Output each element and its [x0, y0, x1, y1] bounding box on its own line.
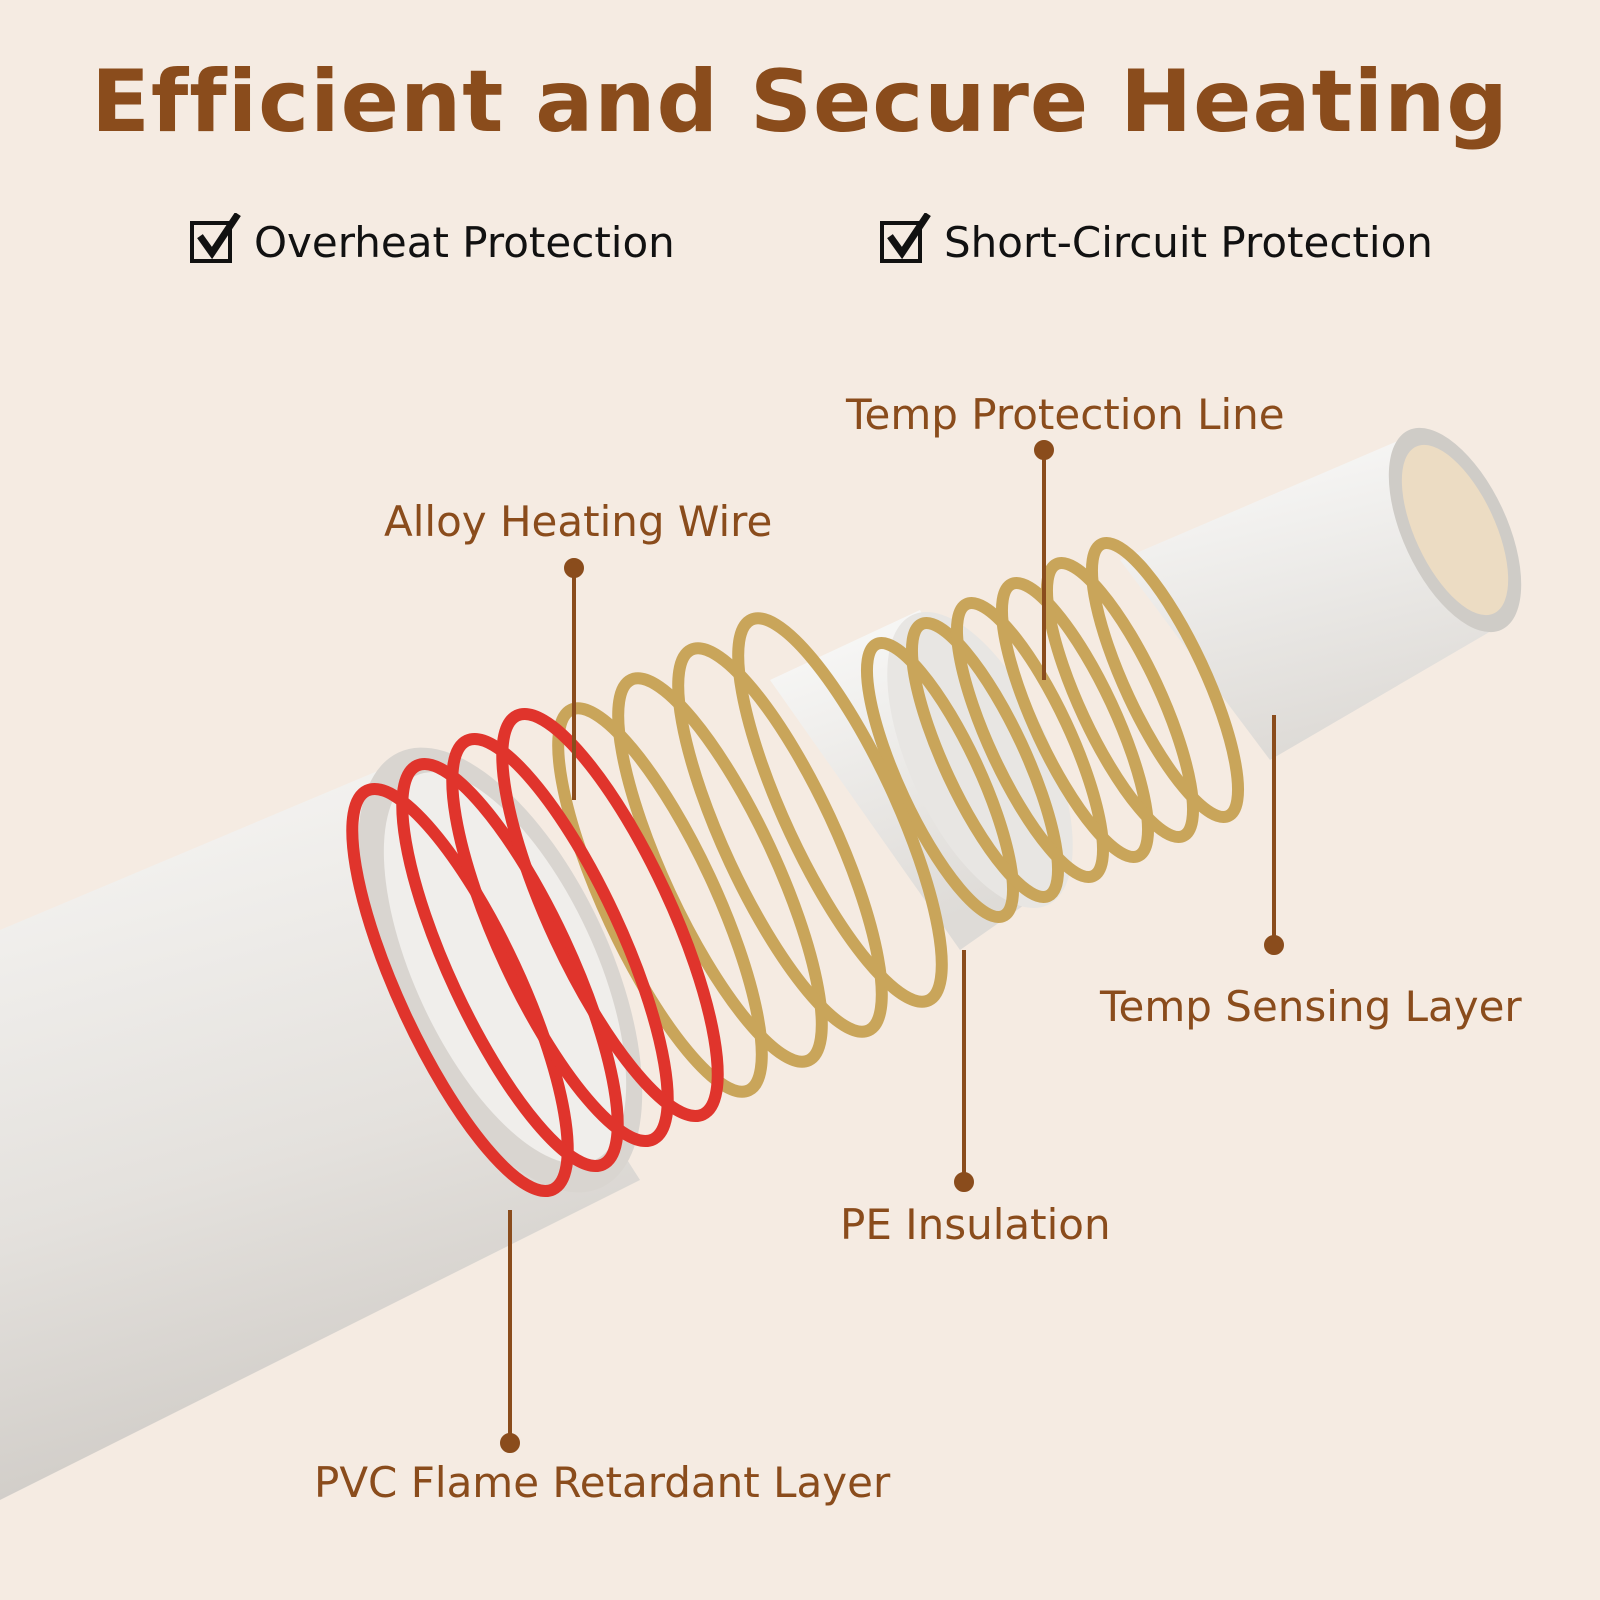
callout-alloy-heating-wire: Alloy Heating Wire: [384, 497, 773, 546]
callout-temp-sensing-layer: Temp Sensing Layer: [1100, 982, 1522, 1031]
feature-label: Short-Circuit Protection: [944, 217, 1433, 267]
checkbox-checked-icon: [190, 213, 241, 263]
heating-wire-coils: [346, 708, 724, 1197]
temp-sensing-coils: [860, 537, 1245, 923]
callout-pvc-layer: PVC Flame Retardant Layer: [314, 1458, 891, 1507]
checkbox-checked-icon: [880, 213, 931, 263]
callout-temp-protection-line: Temp Protection Line: [846, 390, 1285, 439]
page-title: Efficient and Secure Heating: [91, 52, 1509, 152]
feature-short-circuit-protection: Short-Circuit Protection: [880, 212, 1433, 272]
leader-lines: [500, 440, 1284, 1453]
core-tube: [1120, 427, 1522, 760]
feature-overheat-protection: Overheat Protection: [190, 212, 675, 272]
callout-pe-insulation: PE Insulation: [840, 1200, 1111, 1249]
feature-label: Overheat Protection: [254, 217, 675, 267]
